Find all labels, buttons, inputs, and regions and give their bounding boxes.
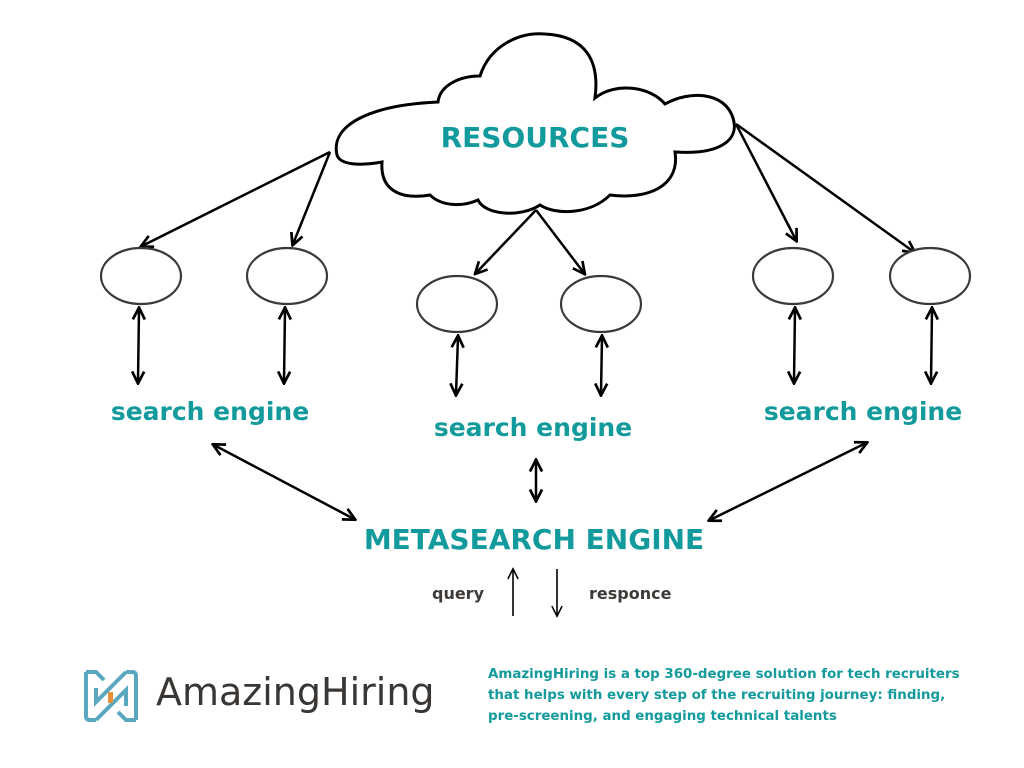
resource-node-4 [559,274,643,334]
metasearch-engine-label: METASEARCH ENGINE [364,523,704,556]
bidirectional-arrow-1 [138,309,139,382]
cloud-label: RESOURCES [441,121,630,154]
bidirectional-arrow-6 [931,309,932,382]
brand-name: AmazingHiring [156,670,435,714]
search-engine-label-left: search engine [111,397,309,426]
bidirectional-arrow-9 [710,443,866,520]
brand-description: AmazingHiring is a top 360-degree soluti… [488,667,960,724]
cloud-shape [334,32,736,215]
bidirectional-arrow-5 [794,309,795,382]
bidirectional-arrow-4 [601,337,602,394]
response-label: responce [589,584,672,603]
resource-nodes [99,246,972,334]
resource-node-5 [751,246,835,306]
amazinghiring-logo-icon [82,666,140,726]
resource-node-1 [99,246,183,306]
resource-node-2 [245,246,329,306]
engine-to-metasearch-arrows [214,443,866,520]
arrow-cloud-node-5 [734,123,796,240]
arrow-cloud-node-4 [535,209,584,273]
resources-cloud: RESOURCES [334,32,736,215]
bidirectional-arrow-7 [214,445,354,519]
bidirectional-arrow-3 [456,337,458,394]
arrow-cloud-node-3 [476,209,537,273]
node-to-engine-arrows [138,309,932,394]
resource-node-6 [888,246,972,306]
query-label: query [432,584,485,603]
search-engine-label-right: search engine [764,397,962,426]
cloud-to-node-arrows [142,122,914,273]
arrow-cloud-node-2 [293,151,332,244]
arrow-cloud-node-1 [142,150,331,246]
search-engine-label-center: search engine [434,413,632,442]
arrow-cloud-node-6 [735,122,914,252]
resource-node-3 [415,274,499,334]
bidirectional-arrow-2 [284,309,285,382]
